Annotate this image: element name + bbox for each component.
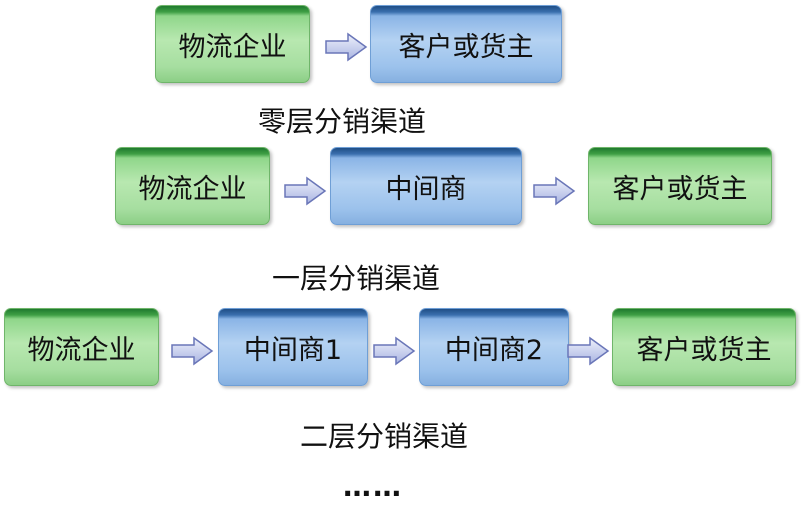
two-level-channel-caption: 二层分销渠道 [300,420,469,453]
logistics-company-label: 物流企业 [178,31,287,63]
customer-or-shipper-box: 客户或货主 [612,308,796,386]
logistics-company-label: 物流企业 [27,334,136,366]
logistics-company-label: 物流企业 [138,173,247,205]
intermediary-1-box: 中间商1 [218,308,368,386]
customer-or-shipper-label: 客户或货主 [612,173,748,205]
customer-or-shipper-label: 客户或货主 [398,31,534,63]
customer-or-shipper-box: 客户或货主 [370,5,562,83]
right-arrow-icon [567,336,610,366]
logistics-company-box: 物流企业 [4,308,159,386]
zero-level-channel-caption: 零层分销渠道 [258,105,427,138]
intermediary-label: 中间商 [385,173,467,205]
intermediary-2-label: 中间商2 [444,334,544,366]
customer-or-shipper-box: 客户或货主 [588,147,772,225]
customer-or-shipper-label: 客户或货主 [636,334,772,366]
one-level-channel-caption: 一层分销渠道 [272,262,441,295]
logistics-company-box: 物流企业 [115,147,270,225]
right-arrow-icon [373,336,416,366]
right-arrow-icon [171,336,214,366]
continuation-ellipsis: …… [343,470,403,503]
intermediary-2-box: 中间商2 [419,308,569,386]
logistics-company-box: 物流企业 [155,5,310,83]
intermediary-1-label: 中间商1 [243,334,343,366]
right-arrow-icon [284,176,327,206]
intermediary-box: 中间商 [330,147,522,225]
right-arrow-icon [325,32,368,62]
right-arrow-icon [533,176,576,206]
